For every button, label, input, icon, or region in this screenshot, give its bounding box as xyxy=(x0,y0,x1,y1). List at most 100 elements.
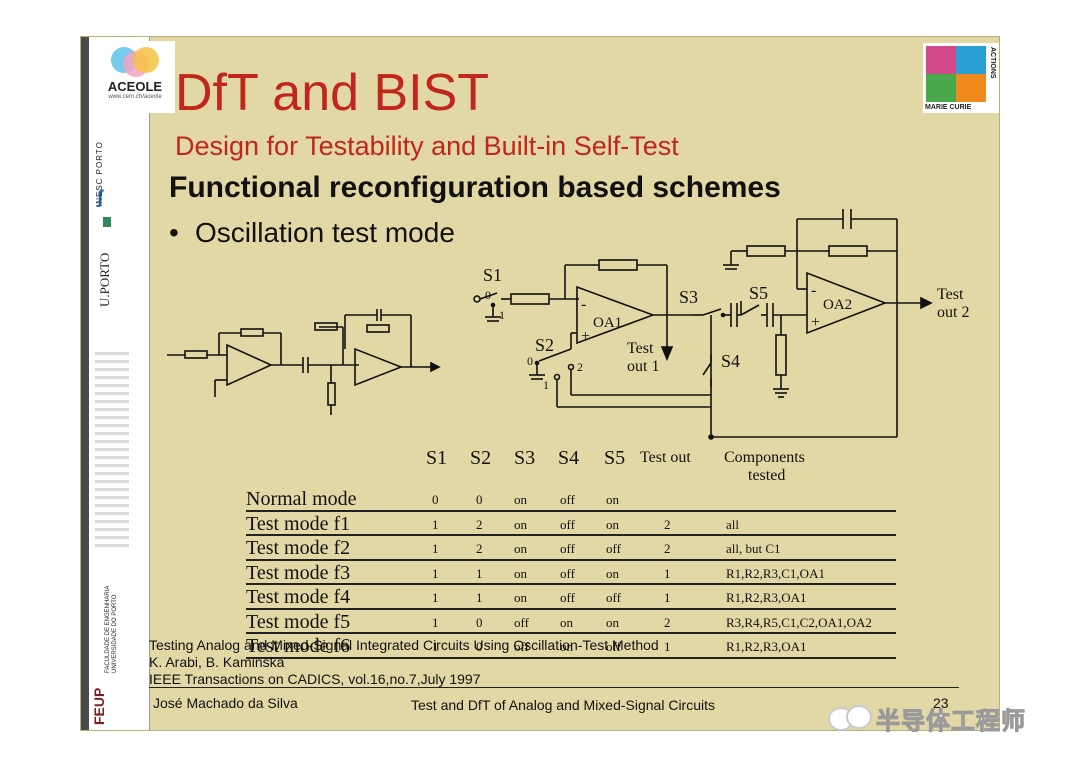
col-s1: S1 xyxy=(426,447,448,469)
col-s2: S2 xyxy=(470,447,492,469)
row-comp: R1,R2,R3,C1,OA1 xyxy=(726,565,825,581)
footer-course: Test and DfT of Analog and Mixed-Signal … xyxy=(411,697,716,713)
row-comp: all, but C1 xyxy=(726,541,781,556)
row-s2: 2 xyxy=(476,516,483,532)
sidebar: INESC PORTO ʃ U.PORTO FACULDADE DE ENGEN… xyxy=(81,37,150,730)
row-s2: 0 xyxy=(476,492,483,507)
row-s4: on xyxy=(560,639,573,654)
row-s5: off xyxy=(606,590,621,605)
inesc-bar xyxy=(103,217,111,227)
row-out: 1 xyxy=(664,565,671,581)
col-tested: tested xyxy=(748,467,786,484)
slide-title: DfT and BIST xyxy=(175,64,490,122)
bullet-item: •Oscillation test mode xyxy=(169,217,455,249)
sidebar-band xyxy=(81,37,89,730)
bullet-dot: • xyxy=(169,217,179,248)
row-out: 1 xyxy=(664,639,671,654)
reference-title: Testing Analog and Mixed-Signal Integrat… xyxy=(149,637,659,653)
row-comp: R3,R4,R5,C1,C2,OA1,OA2 xyxy=(726,614,872,630)
row-mode: Test mode f5 xyxy=(246,610,351,633)
marie-curie-label: MARIE CURIE xyxy=(925,104,972,111)
reference: Testing Analog and Mixed-Signal Integrat… xyxy=(149,637,659,688)
label-s1-pos1: 1 xyxy=(499,308,505,322)
row-s4: off xyxy=(560,590,575,605)
col-s4: S4 xyxy=(558,447,580,469)
watermark-text: 半导体工程师 xyxy=(876,707,1026,735)
label-oa2: OA2 xyxy=(823,297,852,313)
col-s3: S3 xyxy=(514,447,536,469)
aceole-url: www.cern.ch/aceole xyxy=(108,94,162,100)
label-oa2-minus: - xyxy=(811,282,816,299)
row-s1: 1 xyxy=(432,590,439,605)
label-test-out1-b: out 1 xyxy=(627,358,659,375)
label-s1: S1 xyxy=(483,265,502,285)
row-s3: on xyxy=(514,492,527,507)
row-s3: off xyxy=(514,639,529,654)
label-oa1: OA1 xyxy=(593,315,622,331)
slide: INESC PORTO ʃ U.PORTO FACULDADE DE ENGEN… xyxy=(80,36,1000,731)
label-oa1-minus: - xyxy=(581,296,586,313)
label-oa2-plus: + xyxy=(811,314,820,331)
row-s5: on xyxy=(606,614,619,630)
label-oa1-plus: + xyxy=(581,328,590,345)
aceole-name: ACEOLE xyxy=(107,79,163,94)
row-s1: 0 xyxy=(432,492,439,507)
aceole-circles-icon xyxy=(107,47,163,77)
test-mode-table: S1 S2 S3 S4 S5 Test out Components teste… xyxy=(246,447,896,659)
row-mode: Test mode f2 xyxy=(246,537,351,559)
row-s4: on xyxy=(560,614,573,630)
label-test-out2-b: out 2 xyxy=(937,304,969,321)
reference-journal: IEEE Transactions on CADICS, vol.16,no.7… xyxy=(149,671,481,687)
row-s5: on xyxy=(606,565,619,581)
feup-full-name: FACULDADE DE ENGENHARIA UNIVERSIDADE DO … xyxy=(105,585,118,673)
row-s2: 0 xyxy=(476,614,483,630)
row-comp: R1,R2,R3,OA1 xyxy=(726,590,807,605)
wechat-icon xyxy=(828,703,872,733)
actions-label: ACTIONS xyxy=(989,47,996,79)
row-s2: 1 xyxy=(476,565,483,581)
footer-divider xyxy=(149,687,959,688)
row-s2: 2 xyxy=(476,541,483,556)
row-s2: 1 xyxy=(476,590,483,605)
feup-logo: FEUP xyxy=(91,687,107,725)
row-s5: off xyxy=(606,541,621,556)
row-s3: on xyxy=(514,541,527,556)
row-out: 1 xyxy=(664,590,671,605)
label-test-out1-a: Test xyxy=(627,340,654,357)
label-s2-pos1: 1 xyxy=(543,378,549,392)
col-components: Components xyxy=(724,449,805,466)
label-test-out2-a: Test xyxy=(937,286,964,303)
row-s4: off xyxy=(560,565,575,581)
row-s3: on xyxy=(514,565,527,581)
label-s2: S2 xyxy=(535,335,554,355)
oa2-circuit xyxy=(708,209,933,440)
row-s4: off xyxy=(560,516,575,532)
reference-authors: K. Arabi, B. Kaminska xyxy=(149,654,285,670)
slide-heading: Functional reconfiguration based schemes xyxy=(169,171,781,204)
table-header: S1 S2 S3 S4 S5 Test out Components teste… xyxy=(246,447,896,487)
inesc-symbol: ʃ xyxy=(97,187,103,207)
label-s1-pos0: 0 xyxy=(485,288,491,302)
switch-network xyxy=(691,301,807,437)
row-mode: Test mode f3 xyxy=(246,561,351,584)
slide-subtitle: Design for Testability and Built-in Self… xyxy=(175,131,679,161)
row-s4: off xyxy=(560,492,575,507)
row-s3: on xyxy=(514,516,527,532)
row-out: 2 xyxy=(664,516,671,532)
row-s5: on xyxy=(606,492,619,507)
row-s3: off xyxy=(514,614,529,630)
oa1-circuit xyxy=(473,259,711,408)
row-s2: 0 xyxy=(476,639,483,654)
small-oscillator-circuit xyxy=(167,309,441,415)
footer-author: José Machado da Silva xyxy=(153,695,298,711)
row-s1: 1 xyxy=(432,614,439,630)
watermark: 半导体工程师 xyxy=(828,700,1026,736)
row-mode: Test mode f1 xyxy=(246,512,351,535)
label-s4: S4 xyxy=(721,351,740,371)
